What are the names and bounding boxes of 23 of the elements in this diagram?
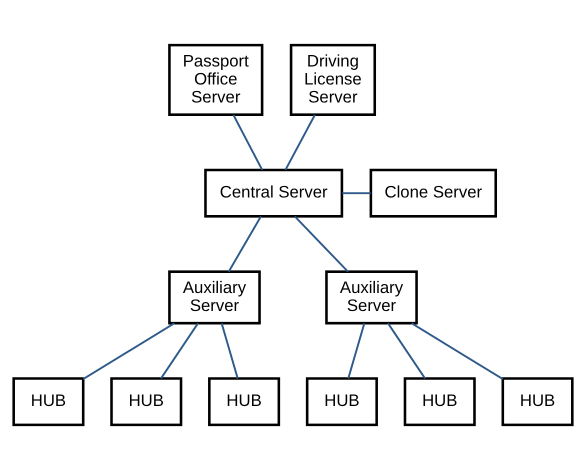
connector xyxy=(294,216,349,272)
node-box: Driving License Server xyxy=(290,44,376,116)
node-box: Passport Office Server xyxy=(168,44,264,116)
connector xyxy=(387,322,426,379)
connector xyxy=(411,322,504,380)
connector xyxy=(284,114,316,170)
node-box: HUB xyxy=(306,377,378,426)
connector xyxy=(228,216,262,272)
connector xyxy=(347,323,366,379)
node-box: HUB xyxy=(208,377,280,426)
node-box: HUB xyxy=(404,377,476,426)
connector xyxy=(82,322,175,380)
connector xyxy=(160,322,199,379)
node-box: HUB xyxy=(12,377,84,426)
node-box: HUB xyxy=(110,377,182,426)
connector xyxy=(342,192,371,194)
connector xyxy=(232,114,263,170)
node-box: Central Server xyxy=(204,168,344,218)
connector xyxy=(220,323,239,379)
node-box: HUB xyxy=(502,377,574,426)
node-box: Auxiliary Server xyxy=(325,270,418,324)
node-box: Clone Server xyxy=(370,168,498,218)
node-box: Auxiliary Server xyxy=(168,270,261,324)
